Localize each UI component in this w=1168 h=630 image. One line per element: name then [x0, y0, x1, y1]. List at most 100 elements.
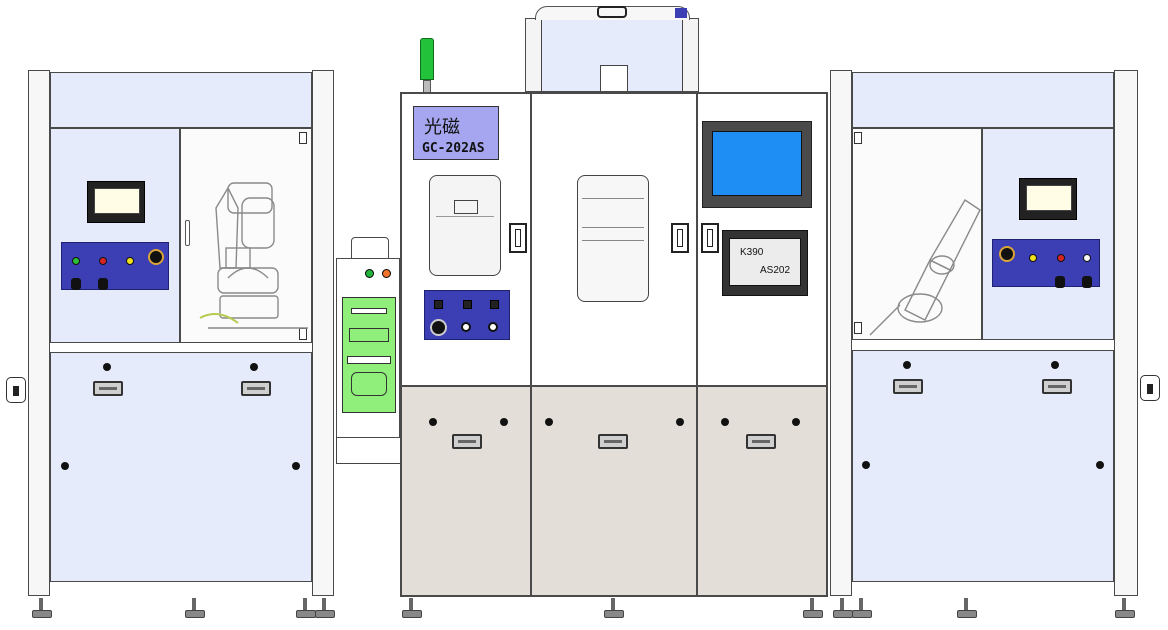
screw	[721, 418, 729, 426]
right-cell-frame-left-post	[830, 70, 852, 596]
caster-foot-icon	[32, 598, 52, 618]
hood-label	[675, 8, 687, 18]
right-robot-cell	[830, 70, 1138, 596]
side-latch[interactable]	[1140, 375, 1160, 401]
yellow-lamp-icon[interactable]	[1029, 254, 1037, 262]
red-lamp-icon[interactable]	[99, 257, 107, 265]
screw	[250, 363, 258, 371]
push-button[interactable]	[434, 300, 443, 309]
hinge	[854, 132, 862, 144]
left-cell-window	[180, 128, 312, 343]
indicator-orange[interactable]	[382, 269, 391, 278]
screw	[792, 418, 800, 426]
brand-plate: 光磁 GC-202AS	[413, 106, 499, 160]
caster-foot-icon	[803, 598, 823, 618]
caster-foot-icon	[402, 598, 422, 618]
push-button[interactable]	[463, 300, 472, 309]
selector-knob[interactable]	[71, 278, 81, 290]
caster-foot-icon	[185, 598, 205, 618]
indicator-green[interactable]	[365, 269, 374, 278]
door-handle-icon[interactable]	[598, 434, 628, 449]
hood-handle[interactable]	[597, 6, 627, 18]
door-handle-icon[interactable]	[893, 379, 923, 394]
green-lamp-icon[interactable]	[72, 257, 80, 265]
right-cell-upper-panel	[982, 128, 1114, 340]
robot-arm-icon	[199, 182, 308, 329]
left-cell-monitor	[87, 181, 145, 223]
green-tray[interactable]	[342, 297, 396, 413]
screw	[500, 418, 508, 426]
caster-foot-icon	[315, 598, 335, 618]
right-cell-lower-panel	[852, 350, 1114, 582]
tower-light-icon	[419, 38, 435, 94]
screw	[61, 462, 69, 470]
screw	[292, 462, 300, 470]
screw	[862, 461, 870, 469]
right-cell-frame-right-post	[1114, 70, 1138, 596]
tray-unit-base	[336, 438, 400, 464]
emergency-stop-icon[interactable]	[999, 246, 1015, 262]
caster-foot-icon	[833, 598, 853, 618]
screw	[1096, 461, 1104, 469]
brand-label: 光磁	[424, 117, 460, 138]
hmi-panel[interactable]: K390 AS202	[722, 230, 808, 296]
robot-arm-icon	[869, 199, 981, 336]
push-button[interactable]	[461, 322, 471, 332]
door-handle-icon[interactable]	[452, 434, 482, 449]
selector-knob[interactable]	[98, 278, 108, 290]
door-handle-icon[interactable]	[241, 381, 271, 396]
caster-foot-icon	[296, 598, 316, 618]
push-button[interactable]	[490, 300, 499, 309]
hmi-line2: AS202	[760, 265, 791, 276]
hmi-line1: K390	[740, 247, 764, 258]
caster-foot-icon	[604, 598, 624, 618]
screw	[103, 363, 111, 371]
emergency-stop-icon[interactable]	[430, 319, 447, 336]
top-hood	[525, 18, 699, 92]
caster-foot-icon	[957, 598, 977, 618]
door-handle-icon[interactable]	[509, 223, 527, 253]
left-cell-lower-panel	[50, 352, 312, 582]
door-handle-icon[interactable]	[1042, 379, 1072, 394]
tray-unit-cover	[351, 237, 389, 259]
left-cell-top-panel	[50, 72, 312, 128]
emergency-stop-icon[interactable]	[148, 249, 164, 265]
lower-door-right	[697, 386, 827, 596]
lower-door-left	[401, 386, 531, 596]
middle-section-window	[577, 175, 649, 302]
yellow-lamp-icon[interactable]	[126, 257, 134, 265]
selector-knob[interactable]	[1082, 276, 1092, 288]
selector-knob[interactable]	[1055, 276, 1065, 288]
hinge	[854, 322, 862, 334]
door-handle-icon[interactable]	[93, 381, 123, 396]
door-handle-icon[interactable]	[701, 223, 719, 253]
screw	[676, 418, 684, 426]
door-handle-icon[interactable]	[746, 434, 776, 449]
center-control-panel	[424, 290, 510, 340]
left-cell-upper-panel	[50, 128, 180, 343]
left-cell-frame-left-post	[28, 70, 50, 596]
right-cell-top-panel	[852, 72, 1114, 128]
caster-foot-icon	[852, 598, 872, 618]
tray-unit	[336, 258, 400, 438]
right-cell-window	[852, 128, 982, 340]
push-button[interactable]	[488, 322, 498, 332]
left-section-window	[429, 175, 501, 276]
door-handle-icon[interactable]	[185, 220, 190, 246]
lower-door-middle	[531, 386, 697, 596]
left-cell-frame-right-post	[312, 70, 334, 596]
side-latch[interactable]	[6, 377, 26, 403]
main-touchscreen[interactable]	[702, 121, 812, 208]
screw	[903, 361, 911, 369]
screw	[429, 418, 437, 426]
white-lamp-icon[interactable]	[1083, 254, 1091, 262]
left-robot-cell	[28, 70, 334, 596]
hinge	[299, 132, 307, 144]
model-label: GC-202AS	[422, 141, 485, 156]
red-lamp-icon[interactable]	[1057, 254, 1065, 262]
screw	[545, 418, 553, 426]
door-handle-icon[interactable]	[671, 223, 689, 253]
caster-foot-icon	[1115, 598, 1135, 618]
screw	[1051, 361, 1059, 369]
right-cell-monitor	[1019, 178, 1077, 220]
